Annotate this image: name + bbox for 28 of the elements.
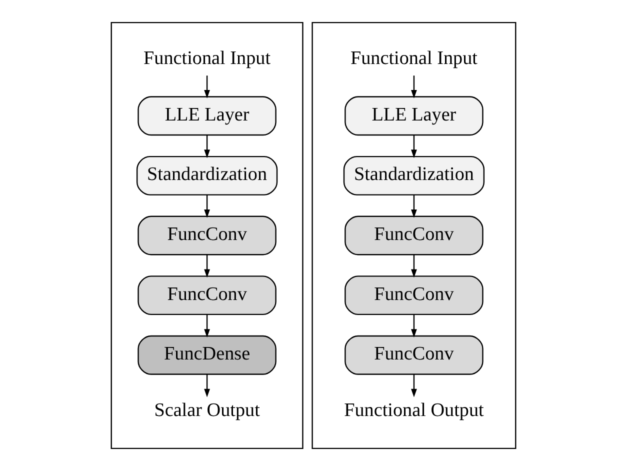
cluster <box>312 22 516 449</box>
node-box: FuncConv <box>344 216 484 256</box>
arrow <box>411 374 417 398</box>
node-text: Functional Input <box>350 48 478 70</box>
node-text: Functional Output <box>344 400 484 421</box>
node-text: Scalar Output <box>154 400 260 421</box>
arrow <box>411 195 417 218</box>
arrow <box>411 135 417 158</box>
arrow <box>411 76 417 98</box>
node-text: Functional Input <box>144 48 271 70</box>
arrow <box>204 374 210 398</box>
node-box: Standardization <box>343 156 485 196</box>
node-box: FuncConv <box>138 216 276 256</box>
node-box: FuncConv <box>344 276 484 316</box>
arrow <box>204 76 210 98</box>
node-box: Standardization <box>136 156 278 196</box>
arrow <box>204 195 210 218</box>
node-box: LLE Layer <box>138 96 276 136</box>
node-box: FuncDense <box>138 335 276 375</box>
arrow <box>411 314 417 338</box>
arrow <box>204 135 210 158</box>
node-box: FuncConv <box>344 335 484 375</box>
cluster <box>110 22 304 449</box>
arrow <box>204 254 210 278</box>
node-box: FuncConv <box>138 276 276 316</box>
arrow <box>204 314 210 338</box>
arrow <box>411 254 417 278</box>
node-box: LLE Layer <box>344 96 484 136</box>
